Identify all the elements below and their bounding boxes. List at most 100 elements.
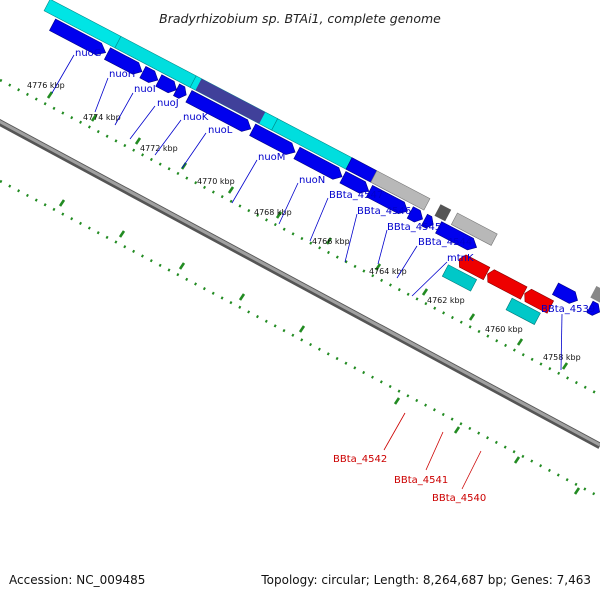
non-coding-feature[interactable] bbox=[450, 212, 498, 246]
leader-line bbox=[411, 261, 448, 297]
gene-feature[interactable] bbox=[441, 264, 478, 292]
leader-line bbox=[560, 313, 563, 371]
gene-label[interactable]: nuoI bbox=[134, 84, 156, 95]
gene-label[interactable]: nuoJ bbox=[157, 98, 179, 109]
major-tick bbox=[238, 293, 246, 301]
kbp-label: 4768 kbp bbox=[254, 208, 292, 217]
leader-line bbox=[344, 213, 358, 263]
genome-summary-text: Topology: circular; Length: 8,264,687 bp… bbox=[261, 573, 591, 587]
major-tick bbox=[325, 237, 333, 245]
gene-arrow[interactable] bbox=[586, 300, 600, 318]
gene-arrow[interactable] bbox=[293, 146, 345, 182]
gene-arrow[interactable] bbox=[484, 268, 528, 300]
leader-line bbox=[51, 54, 75, 94]
non-coding-feature[interactable] bbox=[434, 204, 452, 222]
gene-label[interactable]: nuoH bbox=[109, 69, 135, 80]
gene-label[interactable]: nuoG bbox=[75, 48, 102, 59]
gene-label[interactable]: BBta_4541 bbox=[394, 475, 448, 486]
backbone bbox=[0, 119, 600, 449]
major-tick bbox=[46, 91, 54, 99]
gene-label[interactable]: BBta_4546 bbox=[357, 206, 411, 217]
major-tick bbox=[453, 426, 461, 434]
gene-arrow[interactable] bbox=[521, 287, 555, 314]
kbp-label: 4776 kbp bbox=[27, 81, 65, 90]
leader-line bbox=[278, 182, 299, 225]
major-tick bbox=[178, 262, 186, 270]
gene-label[interactable]: BBta_4540 bbox=[432, 493, 486, 504]
gene-label[interactable]: BBta_4544 bbox=[418, 237, 472, 248]
gene-arrow[interactable] bbox=[49, 18, 108, 58]
leader-line bbox=[377, 229, 388, 265]
major-tick bbox=[516, 338, 524, 346]
gene-label[interactable]: nuoN bbox=[299, 175, 325, 186]
outer-dotted-track bbox=[0, 78, 600, 397]
major-tick bbox=[275, 211, 283, 219]
kbp-label: 4764 kbp bbox=[369, 267, 407, 276]
gene-label[interactable]: nuoK bbox=[183, 112, 209, 123]
kbp-label: 4770 kbp bbox=[197, 177, 235, 186]
gene-arrow[interactable] bbox=[406, 206, 425, 225]
gene-arrow[interactable] bbox=[173, 83, 189, 101]
major-tick bbox=[118, 230, 126, 238]
leader-line bbox=[461, 450, 482, 490]
kbp-label: 4760 kbp bbox=[485, 325, 523, 334]
gene-arrow[interactable] bbox=[139, 66, 161, 85]
gene-arrow[interactable] bbox=[456, 253, 491, 281]
gene-labels-minus: BBta_4542 BBta_4541 BBta_4540 bbox=[333, 454, 486, 504]
leader-line bbox=[129, 105, 156, 140]
leader-line bbox=[383, 412, 406, 451]
plus-strand-genes bbox=[49, 18, 600, 318]
major-tick bbox=[134, 137, 142, 145]
map-title: Bradyrhizobium sp. BTAi1, complete genom… bbox=[159, 11, 441, 26]
major-tick bbox=[90, 114, 98, 122]
leader-line bbox=[114, 92, 134, 126]
gene-arrow[interactable] bbox=[366, 185, 410, 216]
major-tick bbox=[513, 456, 521, 464]
gene-label[interactable]: BBta_4539 bbox=[541, 304, 595, 315]
gene-label[interactable]: BBta_4542 bbox=[333, 454, 387, 465]
major-tick bbox=[393, 397, 401, 405]
inner-dotted-track bbox=[0, 179, 600, 499]
non-coding-feature[interactable] bbox=[370, 170, 431, 211]
tick-tracks bbox=[0, 78, 600, 499]
gene-arrow[interactable] bbox=[155, 74, 180, 96]
gene-labels-plus: nuoG nuoH nuoI nuoJ nuoK nuoL nuoM nuoN … bbox=[75, 48, 595, 315]
label-leaders bbox=[51, 54, 563, 490]
kbp-label: 4772 kbp bbox=[140, 144, 178, 153]
gene-feature[interactable] bbox=[505, 297, 541, 325]
gene-label[interactable]: nuoL bbox=[208, 125, 233, 136]
leader-line bbox=[396, 245, 418, 279]
major-tick bbox=[374, 263, 382, 271]
gene-arrow[interactable] bbox=[249, 123, 299, 158]
major-tick bbox=[421, 288, 429, 296]
major-tick bbox=[58, 199, 66, 207]
major-tick bbox=[561, 362, 569, 370]
major-tick bbox=[227, 186, 235, 194]
gene-label[interactable]: BBta_4547 bbox=[329, 190, 383, 201]
major-tick bbox=[468, 313, 476, 321]
major-tick bbox=[298, 325, 306, 333]
major-ticks bbox=[46, 91, 581, 495]
gene-arrow[interactable] bbox=[435, 221, 480, 253]
major-tick bbox=[573, 487, 581, 495]
gene-block[interactable] bbox=[195, 78, 266, 124]
leader-line bbox=[94, 77, 109, 113]
kbp-label: 4762 kbp bbox=[427, 296, 465, 305]
gene-label[interactable]: BBta_4545 bbox=[387, 222, 441, 233]
leader-line bbox=[154, 119, 182, 156]
gene-arrow[interactable] bbox=[339, 171, 372, 196]
gene-arrow[interactable] bbox=[103, 47, 145, 78]
minus-strand-genes bbox=[441, 253, 555, 325]
gene-arrow[interactable] bbox=[551, 282, 580, 306]
kbp-label: 4766 kbp bbox=[312, 237, 350, 246]
non-coding-feature[interactable] bbox=[590, 286, 600, 305]
kbp-label: 4758 kbp bbox=[543, 353, 581, 362]
kbp-labels: 4776 kbp 4774 kbp 4772 kbp 4770 kbp 4768… bbox=[27, 81, 581, 362]
major-tick bbox=[180, 162, 188, 170]
gene-arrow[interactable] bbox=[420, 213, 436, 230]
accession-text: Accession: NC_009485 bbox=[9, 573, 146, 587]
gene-arrow[interactable] bbox=[185, 90, 254, 135]
gene-label[interactable]: mtnK bbox=[447, 253, 474, 264]
gene-label[interactable]: nuoM bbox=[258, 152, 285, 163]
